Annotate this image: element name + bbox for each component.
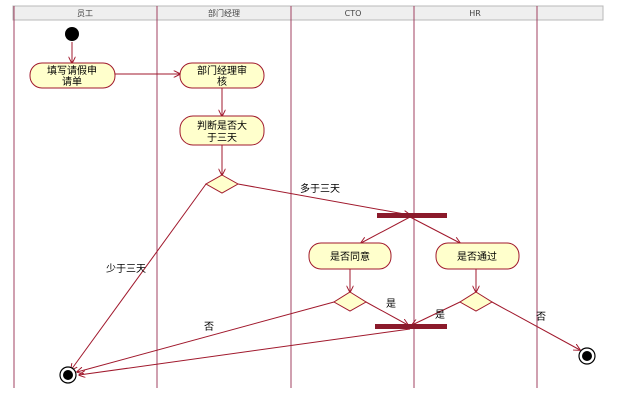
activity-check-days-line2: 于三天 [207, 133, 237, 144]
lane-header-hr: HR [469, 9, 481, 18]
activity-fill-request-line2: 请单 [62, 75, 82, 88]
activity-cto-agree-label: 是否同意 [330, 250, 370, 263]
decision-node-hr [459, 291, 493, 312]
decision-node-days [204, 174, 240, 194]
edge-label-cto-no: 否 [204, 321, 214, 333]
edge-hr-yes-to-join [412, 301, 461, 325]
final-node-right [578, 347, 596, 365]
decision-node-cto [333, 291, 367, 312]
activity-manager-review-line1: 部门经理审 [197, 64, 247, 77]
activity-cto-agree: 是否同意 [308, 242, 392, 270]
edge-decision-to-end-left [71, 183, 207, 370]
edge-join-to-end [79, 328, 411, 375]
activity-manager-review-line2: 核 [217, 75, 227, 88]
join-bar [375, 324, 447, 329]
edge-decision-to-fork [237, 183, 410, 215]
activity-fill-request: 填写请假申 请单 [29, 62, 116, 89]
activity-check-days: 判断是否大 于三天 [179, 115, 265, 146]
edge-label-more-than-three: 多于三天 [300, 182, 340, 195]
edge-hr-no-to-end [491, 301, 580, 350]
edge-fork-to-hr [409, 216, 460, 243]
edge-label-hr-yes: 是 [435, 309, 445, 321]
edge-label-cto-yes: 是 [386, 298, 396, 310]
lane-header-bar [12, 5, 604, 21]
activity-check-days-line1: 判断是否大 [197, 119, 247, 132]
activity-fill-request-line1: 填写请假申 [47, 64, 97, 77]
lane-header-cto: CTO [345, 9, 362, 18]
activity-hr-pass: 是否通过 [435, 242, 520, 270]
edge-label-hr-no: 否 [536, 311, 546, 323]
edge-fork-to-cto [361, 216, 411, 243]
fork-bar [377, 213, 447, 218]
lane-header-manager: 部门经理 [208, 8, 240, 18]
edge-cto-no-to-end [77, 301, 335, 372]
initial-node [65, 27, 79, 41]
activity-manager-review: 部门经理审 核 [179, 62, 265, 89]
final-node-left [59, 366, 77, 384]
lane-header-employee: 员工 [77, 9, 93, 18]
edge-label-less-than-three: 少于三天 [106, 263, 146, 275]
edge-cto-yes-to-join [365, 301, 408, 325]
activity-hr-pass-label: 是否通过 [457, 250, 497, 263]
